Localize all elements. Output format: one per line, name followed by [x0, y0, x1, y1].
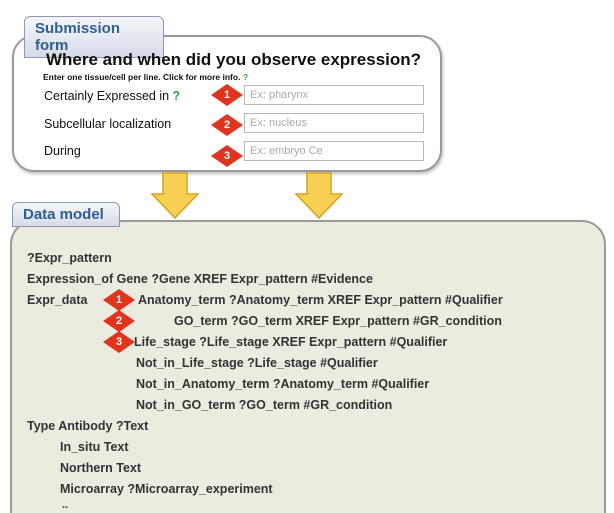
marker-3-icon: 3 — [211, 145, 243, 167]
model-line-ellipsis: .. — [62, 499, 69, 511]
down-arrow-icon — [150, 172, 200, 220]
model-marker-2-number: 2 — [115, 315, 123, 327]
certainly-expressed-label: Certainly Expressed in ? — [44, 89, 180, 103]
marker-1-icon: 1 — [211, 84, 243, 106]
data-model-tab: Data model — [12, 202, 120, 227]
certainly-expressed-help-icon[interactable]: ? — [172, 89, 181, 103]
instruction-help-icon[interactable]: ? — [242, 72, 249, 82]
down-arrow-icon — [294, 172, 344, 220]
model-line-expression-of: Expression_of Gene ?Gene XREF Expr_patte… — [27, 272, 373, 286]
model-line-not-in-anatomy-term: Not_in_Anatomy_term ?Anatomy_term #Quali… — [136, 377, 430, 391]
model-line-go-term: GO_term ?GO_term XREF Expr_pattern #GR_c… — [174, 314, 502, 328]
marker-3-number: 3 — [223, 150, 231, 162]
model-line-not-in-go-term: Not_in_GO_term ?GO_term #GR_condition — [136, 398, 393, 412]
model-marker-1-icon: 1 — [103, 289, 135, 311]
model-line-anatomy-term: Anatomy_term ?Anatomy_term XREF Expr_pat… — [138, 293, 503, 307]
model-marker-3-number: 3 — [115, 336, 123, 348]
form-title: Where and when did you observe expressio… — [46, 50, 422, 69]
model-line-not-in-life-stage: Not_in_Life_stage ?Life_stage #Qualifier — [136, 356, 378, 370]
model-line-in-situ: In_situ Text — [60, 440, 129, 454]
subcellular-localization-label: Subcellular localization — [44, 117, 172, 131]
during-label: During — [44, 144, 81, 158]
marker-2-icon: 2 — [211, 114, 243, 136]
data-model-panel — [10, 220, 606, 513]
model-line-expr-data: Expr_data — [27, 293, 88, 307]
model-line-microarray: Microarray ?Microarray_experiment — [60, 482, 273, 496]
model-line-expr-pattern: ?Expr_pattern — [27, 251, 112, 265]
marker-2-number: 2 — [223, 119, 231, 131]
certainly-expressed-text: Certainly Expressed in — [44, 89, 170, 103]
model-marker-3-icon: 3 — [103, 331, 135, 353]
model-line-type-antibody: Type Antibody ?Text — [27, 419, 149, 433]
during-input[interactable]: Ex: embryo Ce — [244, 141, 424, 161]
form-instruction: Enter one tissue/cell per line. Click fo… — [43, 72, 248, 82]
certainly-expressed-input[interactable]: Ex: pharynx — [244, 85, 424, 105]
marker-1-number: 1 — [223, 89, 231, 101]
instruction-text: Enter one tissue/cell per line. Click fo… — [43, 72, 241, 82]
model-marker-1-number: 1 — [115, 294, 123, 306]
model-marker-2-icon: 2 — [103, 310, 135, 332]
submission-form-tab: Submission form — [24, 16, 164, 58]
model-line-life-stage: Life_stage ?Life_stage XREF Expr_pattern… — [134, 335, 448, 349]
model-line-northern: Northern Text — [60, 461, 142, 475]
subcellular-localization-input[interactable]: Ex: nucleus — [244, 113, 424, 133]
